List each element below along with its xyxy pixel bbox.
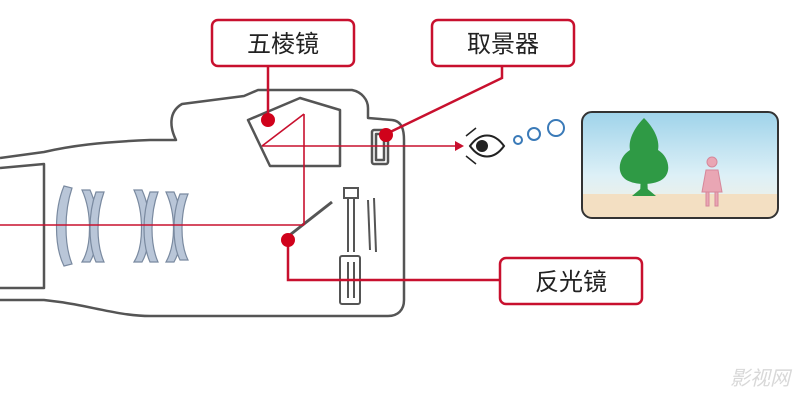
lens-element bbox=[143, 191, 159, 263]
reflex-mirror bbox=[285, 200, 333, 240]
lens-elements bbox=[55, 185, 189, 267]
viewfinder-label: 取景器 bbox=[467, 30, 539, 58]
reflex-mirror-label: 反光镜 bbox=[535, 268, 607, 296]
camera-body bbox=[0, 88, 406, 318]
viewfinder-marker bbox=[379, 128, 393, 142]
viewfinder-scene bbox=[581, 111, 779, 219]
callout-viewfinder: 取景器 bbox=[430, 18, 576, 68]
pentaprism-marker bbox=[261, 113, 275, 127]
tree-icon bbox=[619, 118, 669, 196]
reflex-mirror-marker bbox=[281, 233, 295, 247]
pentaprism bbox=[246, 96, 342, 168]
callout-connectors bbox=[266, 64, 504, 282]
eye-icon bbox=[465, 127, 506, 165]
lens-element bbox=[173, 193, 189, 261]
thought-bubble-icon bbox=[513, 119, 565, 145]
lens-element bbox=[89, 191, 105, 263]
callout-pentaprism: 五棱镜 bbox=[210, 18, 356, 68]
pentaprism-label: 五棱镜 bbox=[247, 30, 319, 58]
light-path bbox=[0, 113, 464, 226]
callout-reflex-mirror: 反光镜 bbox=[498, 256, 644, 306]
person-icon bbox=[701, 156, 723, 207]
arrowhead bbox=[455, 141, 464, 151]
watermark: 影视网 bbox=[730, 366, 793, 390]
shutter-assembly bbox=[339, 187, 377, 305]
lens-element bbox=[55, 185, 73, 267]
